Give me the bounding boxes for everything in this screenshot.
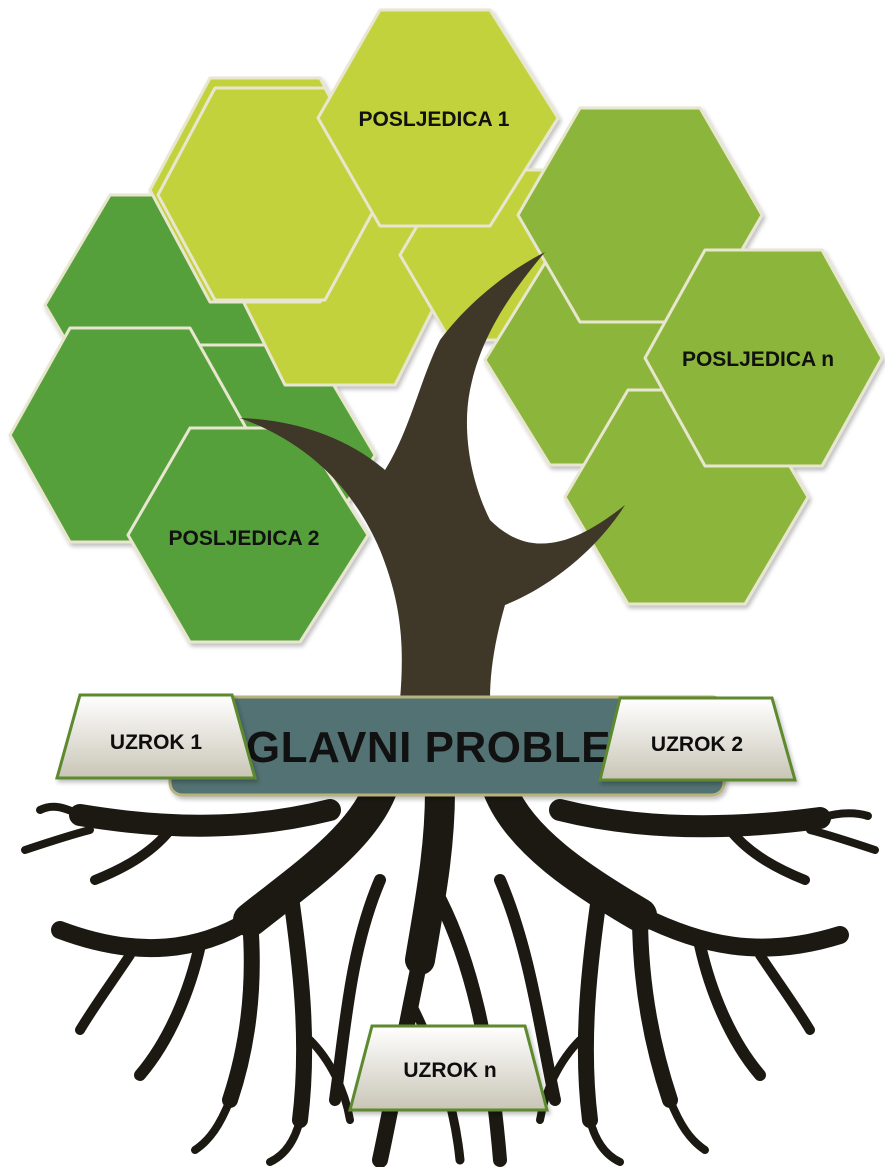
cause-1-label: UZROK 1: [110, 731, 202, 754]
canopy: [8, 8, 884, 644]
cause-box-n: UZROK n: [348, 1024, 549, 1112]
cause-box-1: UZROK 1: [55, 693, 257, 780]
cause-n-label: UZROK n: [403, 1059, 496, 1082]
main-problem-box: GLAVNI PROBLEM: [168, 695, 726, 797]
hexagon: [156, 86, 384, 302]
posljedica-2-label: POSLJEDICA 2: [169, 527, 320, 550]
hexagon: [643, 248, 884, 468]
cause-box-2: UZROK 2: [598, 696, 797, 782]
main-problem-label: GLAVNI PROBLEM: [246, 723, 648, 772]
posljedica-1-hexagon: [316, 8, 560, 228]
trunk: [240, 252, 625, 700]
posljedica-1-label: POSLJEDICA 1: [359, 108, 510, 131]
cause-2-label: UZROK 2: [651, 733, 743, 756]
posljedica-n-label: POSLJEDICA n: [682, 348, 834, 371]
